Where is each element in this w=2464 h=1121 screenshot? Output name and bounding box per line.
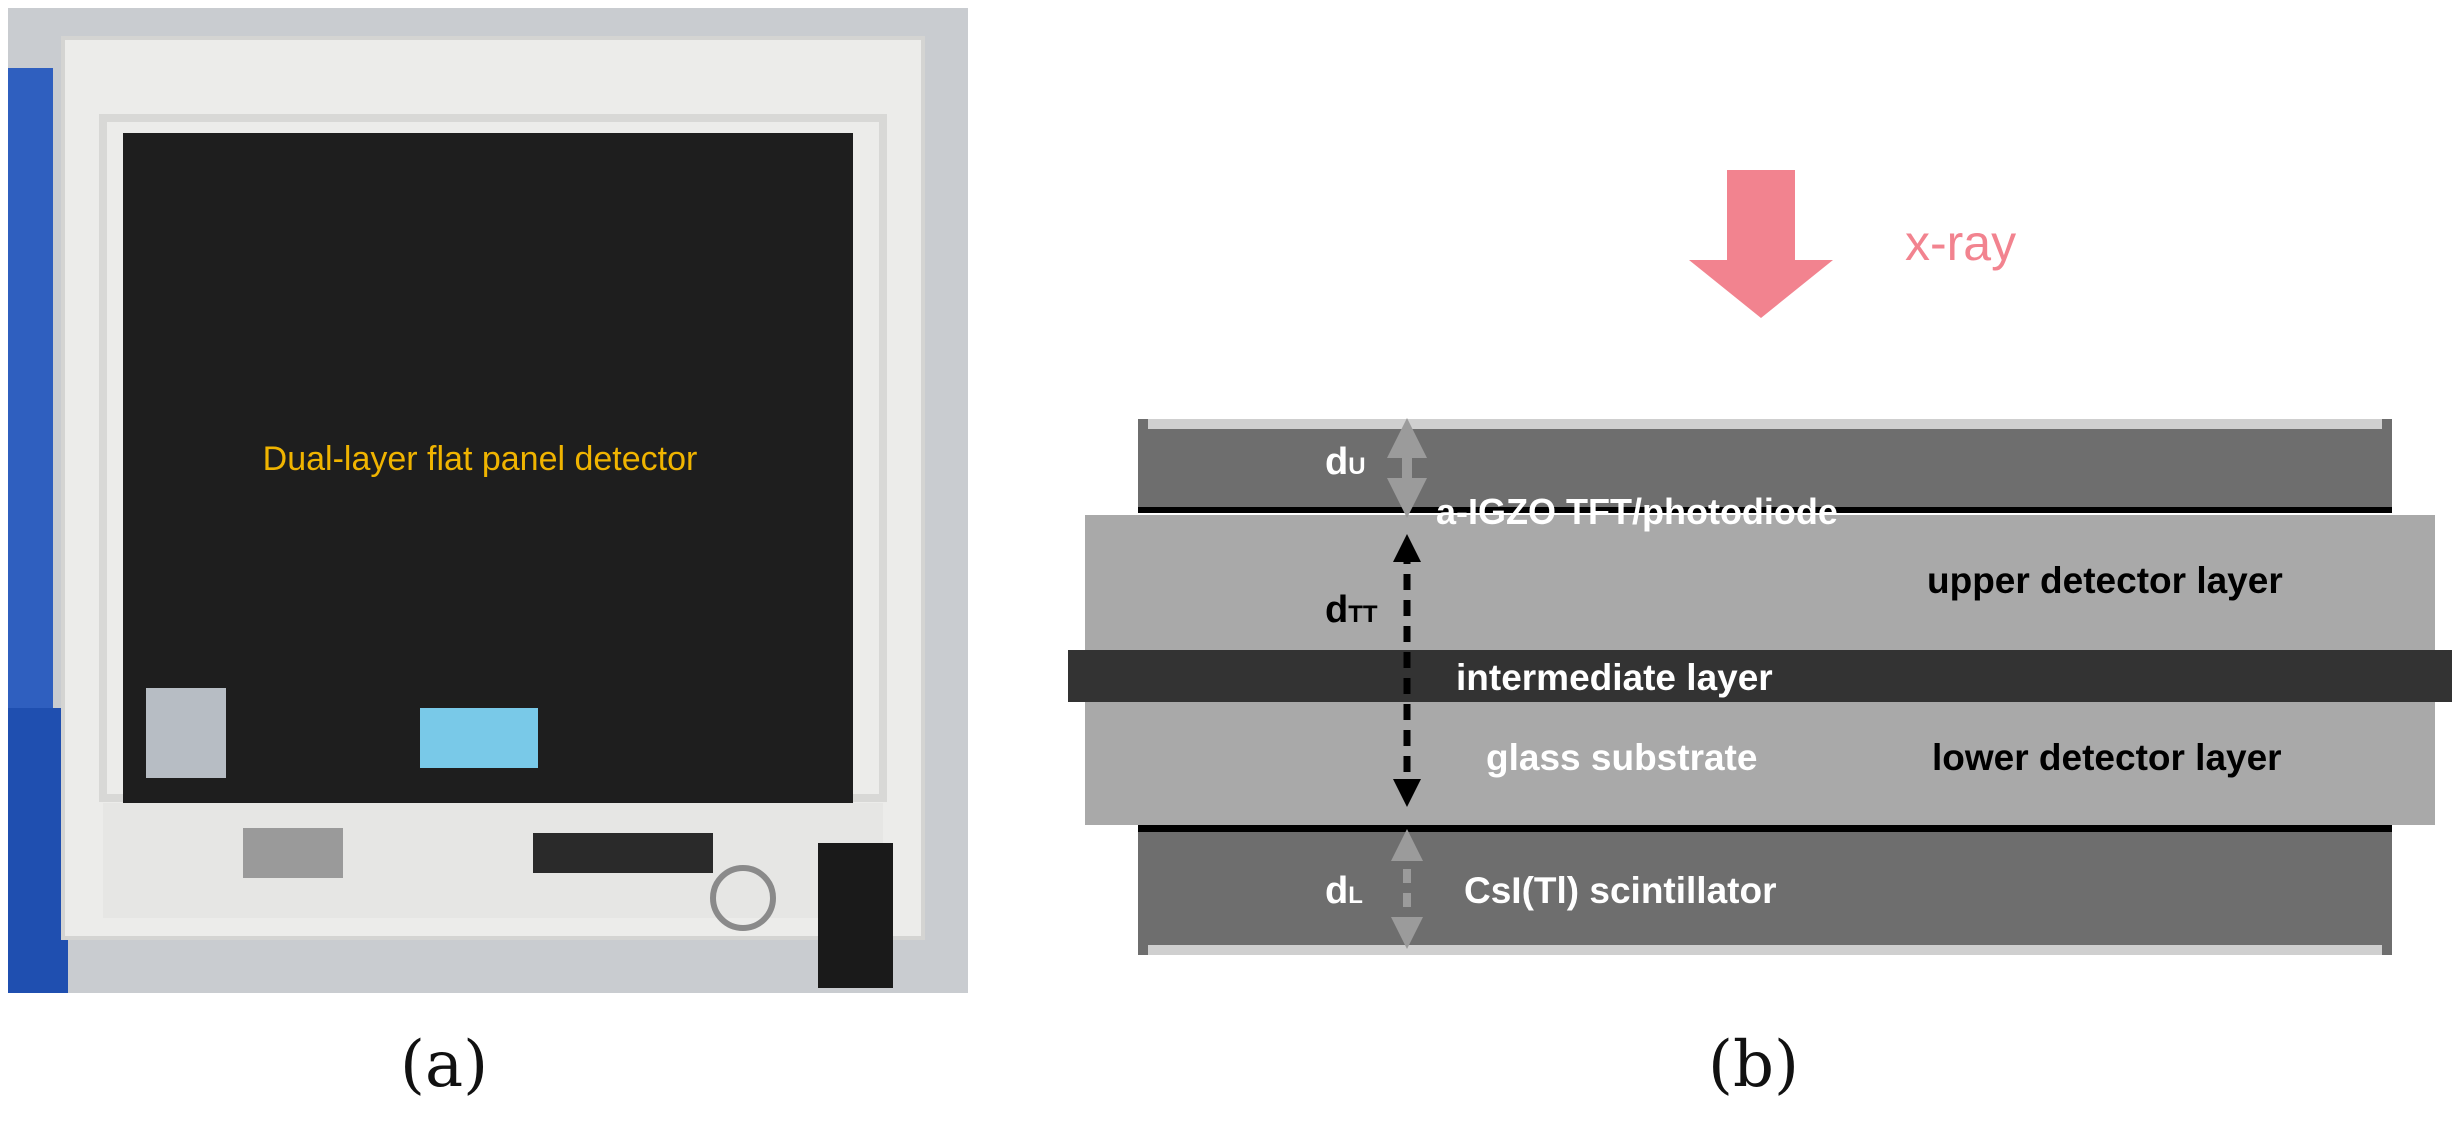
lower-detector-layer [1085, 702, 2435, 825]
lower-scintillator-bottom-edge [1148, 945, 2382, 955]
photo-label: Dual-layer flat panel detector [262, 440, 698, 478]
detector-photo [8, 8, 968, 993]
caption-b: (b) [1708, 1028, 1799, 1102]
dtt-label: dTT [1325, 589, 1378, 631]
connector-block [243, 828, 343, 878]
terminal-strip [533, 833, 713, 873]
upper-scintillator-layer [1138, 419, 2392, 513]
du-label: dU [1325, 441, 1366, 483]
panel-sticker-left [146, 688, 226, 778]
lower-tft-line [1138, 825, 2392, 832]
lower-detector-label: lower detector layer [1932, 737, 2282, 778]
xray-arrow-icon [1689, 170, 1833, 318]
anti-scatter-grid-label [420, 708, 538, 768]
control-box [818, 843, 893, 988]
upper-scintillator-top-edge [1148, 419, 2382, 429]
upper-detector-layer [1085, 515, 2435, 650]
caption-a: (a) [400, 1028, 489, 1102]
glass-substrate-label: glass substrate [1486, 737, 1757, 778]
upper-tft-line [1138, 507, 2392, 513]
detector-panel [123, 133, 853, 803]
upper-detector-label: upper detector layer [1927, 560, 2283, 601]
cable-coil [710, 865, 776, 931]
dl-label: dL [1325, 870, 1363, 912]
scintillator-label: CsI(Tl) scintillator [1464, 870, 1776, 911]
tft-photodiode-label: a-IGZO TFT/photodiode [1436, 491, 1838, 532]
xray-label: x-ray [1905, 215, 2016, 271]
intermediate-layer-label: intermediate layer [1456, 657, 1773, 698]
blue-cover-bottom-left [8, 708, 68, 993]
intermediate-layer [1068, 650, 2452, 702]
lower-scintillator-layer [1138, 825, 2392, 955]
connector-bay [103, 803, 883, 918]
